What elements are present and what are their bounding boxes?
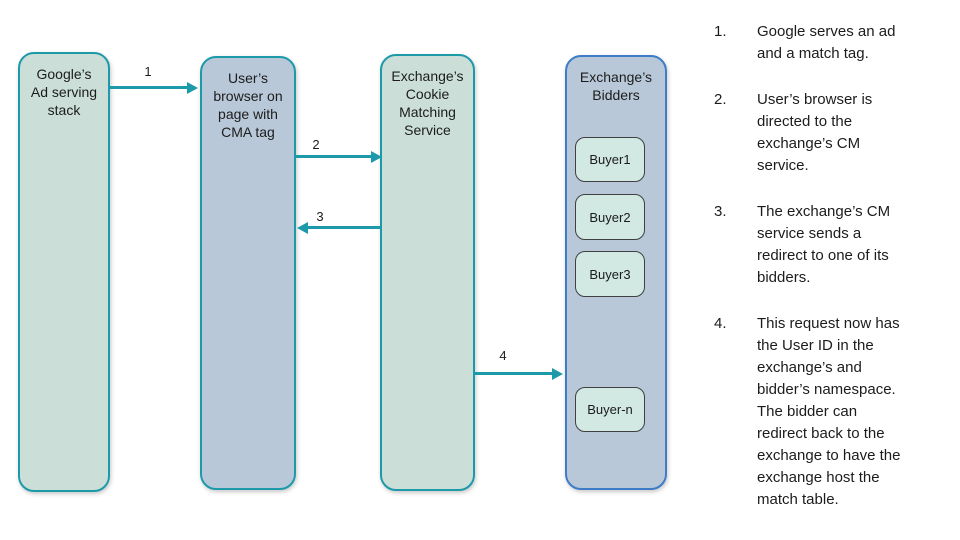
node-exchange-cookie-matching-service: Exchange’s Cookie Matching Service: [380, 54, 475, 491]
note-text: User’s browser is directed to the exchan…: [757, 91, 873, 174]
buyer-chip: Buyer-n: [575, 387, 645, 432]
note-text: This request now has the User ID in the …: [757, 315, 901, 508]
arrow-3-cm-service-to-browser: [297, 221, 382, 234]
note-item: 1. Google serves an ad and a match tag.: [714, 21, 956, 65]
arrow-step-number: 3: [316, 209, 324, 224]
buyer-chip: Buyer1: [575, 137, 645, 182]
arrow-1-google-to-browser: [110, 81, 198, 94]
arrow-4-cm-service-to-bidders: [475, 367, 563, 380]
buyer-label: Buyer3: [589, 266, 631, 282]
note-item: 2. User’s browser is directed to the exc…: [714, 89, 956, 177]
note-item: 4. This request now has the User ID in t…: [714, 313, 956, 511]
node-exchange-bidders: Exchange’s Bidders Buyer1 Buyer2 Buyer3 …: [565, 55, 667, 490]
node-label: Exchange’s Bidders: [579, 69, 653, 103]
note-number: 1.: [714, 23, 727, 40]
step-notes-list: 1. Google serves an ad and a match tag. …: [714, 21, 956, 535]
node-label: User’s browser on page with CMA tag: [213, 70, 283, 140]
buyer-chip: Buyer2: [575, 194, 645, 240]
note-item: 3. The exchange’s CM service sends a red…: [714, 201, 956, 289]
note-text: Google serves an ad and a match tag.: [757, 23, 896, 62]
arrow-step-number: 4: [499, 348, 507, 363]
arrow-step-number: 2: [312, 137, 320, 152]
note-text: The exchange’s CM service sends a redire…: [757, 203, 891, 286]
arrow-2-browser-to-cm-service: [296, 150, 382, 163]
buyer-label: Buyer2: [589, 209, 631, 225]
buyer-label: Buyer-n: [587, 402, 633, 417]
note-number: 3.: [714, 203, 727, 220]
node-google-ad-serving-stack: Google’s Ad serving stack: [18, 52, 110, 492]
node-label: Exchange’s Cookie Matching Service: [391, 68, 464, 138]
arrow-step-number: 1: [144, 64, 152, 79]
buyer-label: Buyer1: [589, 152, 631, 167]
note-number: 2.: [714, 91, 727, 108]
buyer-chip: Buyer3: [575, 251, 645, 297]
node-label: Google’s Ad serving stack: [30, 66, 98, 118]
node-user-browser: User’s browser on page with CMA tag: [200, 56, 296, 490]
note-number: 4.: [714, 315, 727, 332]
